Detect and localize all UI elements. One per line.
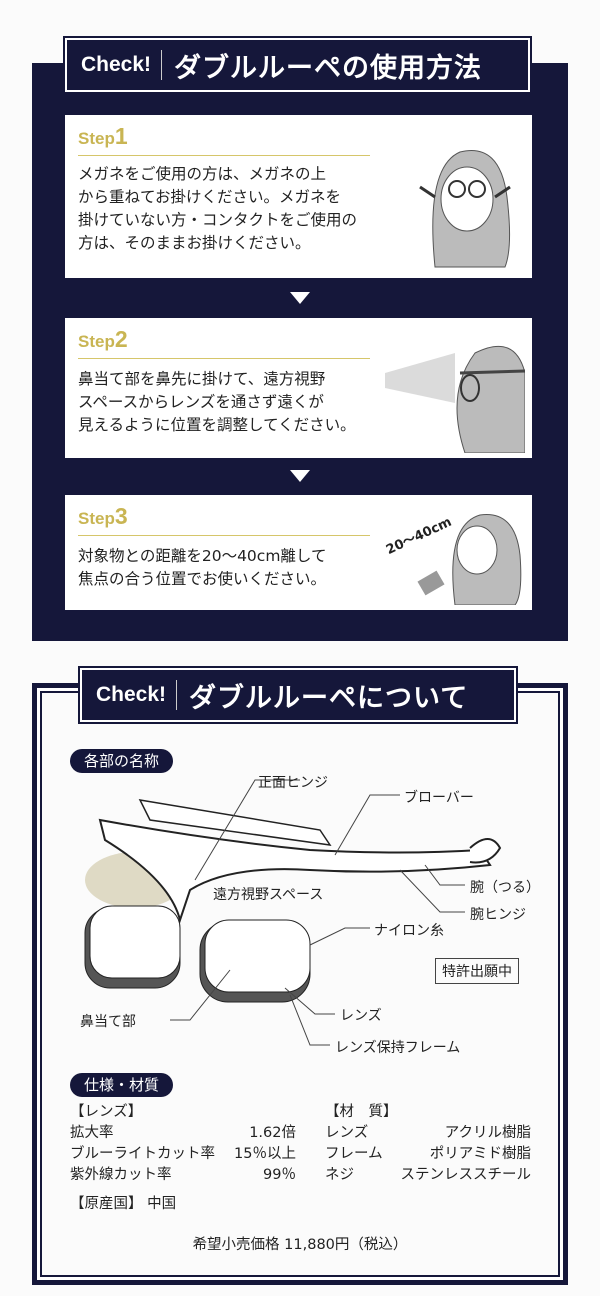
step-label: Step1 [78, 123, 128, 149]
step-2-card: Step2 鼻当て部を鼻先に掛けて、遠方視野 スペースからレンズを通さず遠くが … [65, 318, 532, 458]
step-text: 焦点の合う位置でお使いください。 [78, 570, 327, 588]
material-specs: 【材 質】 レンズアクリル樹脂 フレームポリアミド樹脂 ネジステンレススチール [325, 1102, 531, 1186]
origin: 【原産国】 中国 [70, 1196, 177, 1212]
label-nose-pad: 鼻当て部 [80, 1014, 136, 1030]
step-text: から重ねてお掛けください。メガネを [78, 188, 342, 206]
usage-title: Check! ダブルルーペの使用方法 [63, 36, 532, 94]
spec-row: フレームポリアミド樹脂 [325, 1146, 531, 1162]
step-text: メガネをご使用の方は、メガネの上 [78, 165, 327, 183]
label-temple: 腕（つる） [470, 880, 540, 896]
step-text: スペースからレンズを通さず遠くが [78, 393, 324, 411]
step-3-card: Step3 対象物との距離を20〜40cm離して 焦点の合う位置でお使いください… [65, 495, 532, 610]
about-title: Check! ダブルルーペについて [78, 666, 518, 724]
label-far-view-space: 遠方視野スペース [213, 887, 324, 903]
spec-heading: 仕様・材質 [70, 1073, 174, 1097]
woman-reading-illustration [417, 514, 522, 605]
label-nylon-thread: ナイロン糸 [374, 923, 444, 939]
spec-row: レンズアクリル樹脂 [325, 1125, 531, 1141]
step-text: 鼻当て部を鼻先に掛けて、遠方視野 [78, 370, 326, 388]
step-text: 対象物との距離を20〜40cm離して [78, 547, 327, 565]
label-temple-hinge: 腕ヒンジ [470, 907, 526, 923]
step-text: 見えるように位置を調整してください。 [78, 416, 356, 434]
side-view-glasses-illustration [385, 345, 525, 453]
patent-pending-badge: 特許出願中 [435, 958, 519, 984]
material-heading: 【材 質】 [325, 1104, 398, 1120]
lens-heading: 【レンズ】 [70, 1104, 143, 1120]
parts-heading: 各部の名称 [70, 749, 174, 773]
check-label: Check! [67, 50, 163, 80]
step-label: Step3 [78, 503, 128, 529]
step-label: Step2 [78, 326, 128, 352]
check-label: Check! [82, 680, 178, 710]
spec-row: ネジステンレススチール [325, 1167, 531, 1183]
down-arrow-icon [290, 470, 310, 482]
section-title: ダブルルーペの使用方法 [174, 52, 483, 84]
retail-price: 希望小売価格 11,880円（税込） [192, 1237, 408, 1253]
label-lens: レンズ [340, 1008, 382, 1024]
section-title: ダブルルーペについて [189, 682, 469, 714]
down-arrow-icon [290, 292, 310, 304]
step-1-card: Step1 メガネをご使用の方は、メガネの上 から重ねてお掛けください。メガネを… [65, 115, 532, 278]
step-text: 方は、そのままお掛けください。 [78, 234, 311, 252]
label-lens-frame: レンズ保持フレーム [335, 1040, 461, 1056]
step-text: 掛けていない方・コンタクトをご使用の [78, 211, 358, 229]
loupe-diagram [84, 779, 502, 1046]
label-browbar: ブローバー [404, 790, 474, 806]
label-front-hinge: 正面ヒンジ [258, 775, 328, 791]
woman-putting-on-glasses-illustration [419, 150, 511, 268]
